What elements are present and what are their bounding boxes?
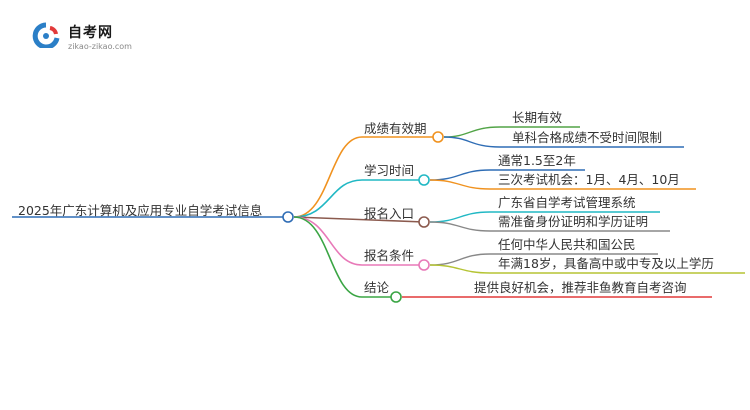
branch-node [390, 291, 402, 303]
branch-connector-conclusion [293, 216, 396, 298]
branch-node [418, 174, 430, 186]
site-logo[interactable]: 自考网 zikao-zikao.com [32, 18, 142, 56]
branch-connector-validity [293, 136, 438, 218]
leaf-label: 任何中华人民共和国公民 [498, 237, 636, 252]
leaf-connector [443, 126, 580, 138]
root-label: 2025年广东计算机及应用专业自学考试信息 [18, 203, 263, 218]
leaf-label: 提供良好机会，推荐非鱼教育自考咨询 [474, 280, 687, 295]
leaf-label: 广东省自学考试管理系统 [498, 195, 636, 210]
branch-label-conclusion: 结论 [364, 280, 390, 295]
leaf-label: 年满18岁，具备高中或中专及以上学历 [498, 256, 714, 271]
branch-connector-entry [293, 216, 425, 223]
branch-label-entry: 报名入口 [364, 206, 415, 221]
branch-node [418, 216, 430, 228]
leaf-label: 单科合格成绩不受时间限制 [512, 130, 663, 145]
root-node [282, 211, 294, 223]
branch-label-validity: 成绩有效期 [364, 121, 427, 136]
logo-url: zikao-zikao.com [68, 42, 132, 51]
leaf-connector [443, 136, 684, 148]
leaf-connector [429, 211, 660, 223]
logo-mark-icon [32, 22, 60, 48]
branch-node [432, 131, 444, 143]
branch-label-study-time: 学习时间 [364, 163, 415, 178]
leaf-connector [429, 264, 745, 274]
leaf-label: 通常1.5至2年 [498, 153, 576, 168]
leaf-label: 三次考试机会：1月、4月、10月 [498, 172, 680, 187]
leaf-label: 长期有效 [512, 110, 563, 125]
branch-connector-conditions [293, 216, 424, 266]
leaf-connector [429, 169, 585, 181]
leaf-label: 需准备身份证明和学历证明 [498, 214, 649, 229]
leaf-connector [429, 221, 670, 232]
branch-label-conditions: 报名条件 [364, 248, 415, 263]
logo-title: 自考网 [68, 25, 113, 41]
leaf-connector [429, 179, 696, 190]
branch-node [418, 259, 430, 271]
leaf-connector [429, 253, 658, 266]
branch-connector-study-time [293, 179, 424, 218]
